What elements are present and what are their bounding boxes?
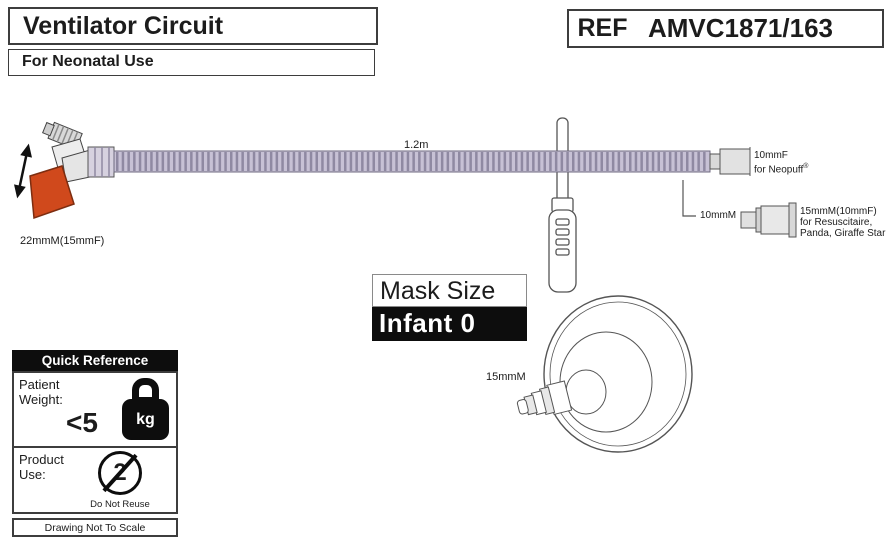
weight-unit: kg [122, 399, 169, 440]
neopuff-connector [709, 147, 751, 176]
mask-drawing [516, 295, 693, 453]
orange-adapter [29, 165, 75, 220]
neopuff-for: for Neopuff® [754, 163, 809, 176]
product-use-row: Product Use: 2 Do Not Reuse [14, 448, 176, 512]
page-title: Ventilator Circuit [8, 7, 378, 45]
mask-size-title: Mask Size [372, 274, 527, 307]
branch-connector [740, 202, 797, 238]
neopuff-label: 10mmF for Neopuff® [754, 150, 808, 175]
patient-weight-label: Patient Weight: [19, 377, 63, 407]
ref-number: AMVC1871/163 [636, 9, 884, 48]
elbow-connector [29, 121, 115, 220]
registered-mark: ® [803, 163, 809, 170]
do-not-reuse-caption: Do Not Reuse [90, 499, 150, 510]
tube-length-label: 1.2m [404, 139, 429, 151]
do-not-reuse-icon: 2 [98, 451, 142, 495]
neopuff-size: 10mmF [754, 150, 788, 161]
mask-port-label: 15mmM [486, 371, 526, 383]
patient-weight-row: Patient Weight: <5 kg [14, 373, 176, 448]
patient-connector-label: 22mmM(15mmF) [20, 235, 105, 247]
mask-size-value: Infant 0 [372, 307, 527, 341]
page-subtitle: For Neonatal Use [8, 49, 375, 76]
corrugated-tube [113, 150, 711, 173]
scale-note: Drawing Not To Scale [12, 518, 178, 537]
patient-weight-value: <5 [66, 407, 98, 438]
product-use-label: Product Use: [19, 452, 64, 482]
branch-size-label: 10mmM [700, 210, 737, 221]
ref-label: REF [567, 9, 638, 48]
weight-icon: kg [122, 378, 169, 440]
mask-port [516, 380, 573, 416]
swivel-arrow-icon [14, 143, 32, 199]
quick-reference-box: Patient Weight: <5 kg Product Use: 2 Do … [12, 371, 178, 514]
branch-desc-label: 15mmM(10mmF) for Resuscitaire, Panda, Gi… [800, 206, 886, 239]
quick-reference-title: Quick Reference [12, 350, 178, 371]
tube-clip [548, 117, 577, 293]
quick-reference-panel: Quick Reference Patient Weight: <5 kg Pr… [12, 350, 178, 537]
branch-leader-line [682, 180, 696, 217]
